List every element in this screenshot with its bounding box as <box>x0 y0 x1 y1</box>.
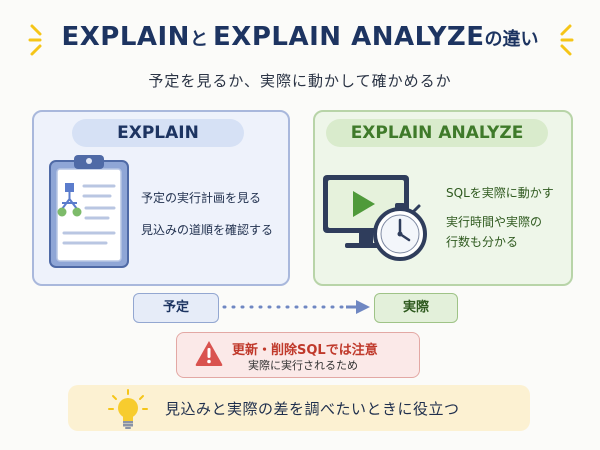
warning-title: 更新・削除SQLでは注意 <box>232 343 378 358</box>
explain-desc-1: 予定の実行計画を見る <box>141 191 262 205</box>
explain-analyze-desc-1: SQLを実際に動かす <box>446 186 554 200</box>
title-suffix: の違い <box>484 29 539 50</box>
monitor-stopwatch-icon <box>323 175 427 261</box>
page-title: EXPLAINと EXPLAIN ANALYZEの違い <box>0 22 600 66</box>
sparkle-left-icon <box>28 24 42 56</box>
explain-desc-2: 見込みの道順を確認する <box>141 223 274 237</box>
explain-analyze-desc-2: 実行時間や実際の <box>446 215 543 229</box>
title-part2: EXPLAIN ANALYZE <box>213 22 485 52</box>
explain-analyze-heading: EXPLAIN ANALYZE <box>326 119 548 147</box>
lightbulb-icon <box>108 389 148 429</box>
warning-icon <box>195 341 223 366</box>
actual-box: 実際 <box>374 293 458 323</box>
plan-box: 予定 <box>133 293 219 323</box>
flow-arrow-icon <box>222 300 370 314</box>
explain-heading: EXPLAIN <box>72 119 244 147</box>
subtitle: 予定を見るか、実際に動かして確かめるか <box>148 72 452 90</box>
tip-text: 見込みと実際の差を調べたいときに役立つ <box>165 400 460 418</box>
warning-subtext: 実際に実行されるため <box>248 359 358 372</box>
clipboard-plan-icon <box>49 155 129 268</box>
explain-analyze-desc-3: 行数も分かる <box>446 235 519 249</box>
title-conjunction: と <box>189 29 208 50</box>
sparkle-right-icon <box>560 24 574 56</box>
title-part1: EXPLAIN <box>61 22 190 52</box>
